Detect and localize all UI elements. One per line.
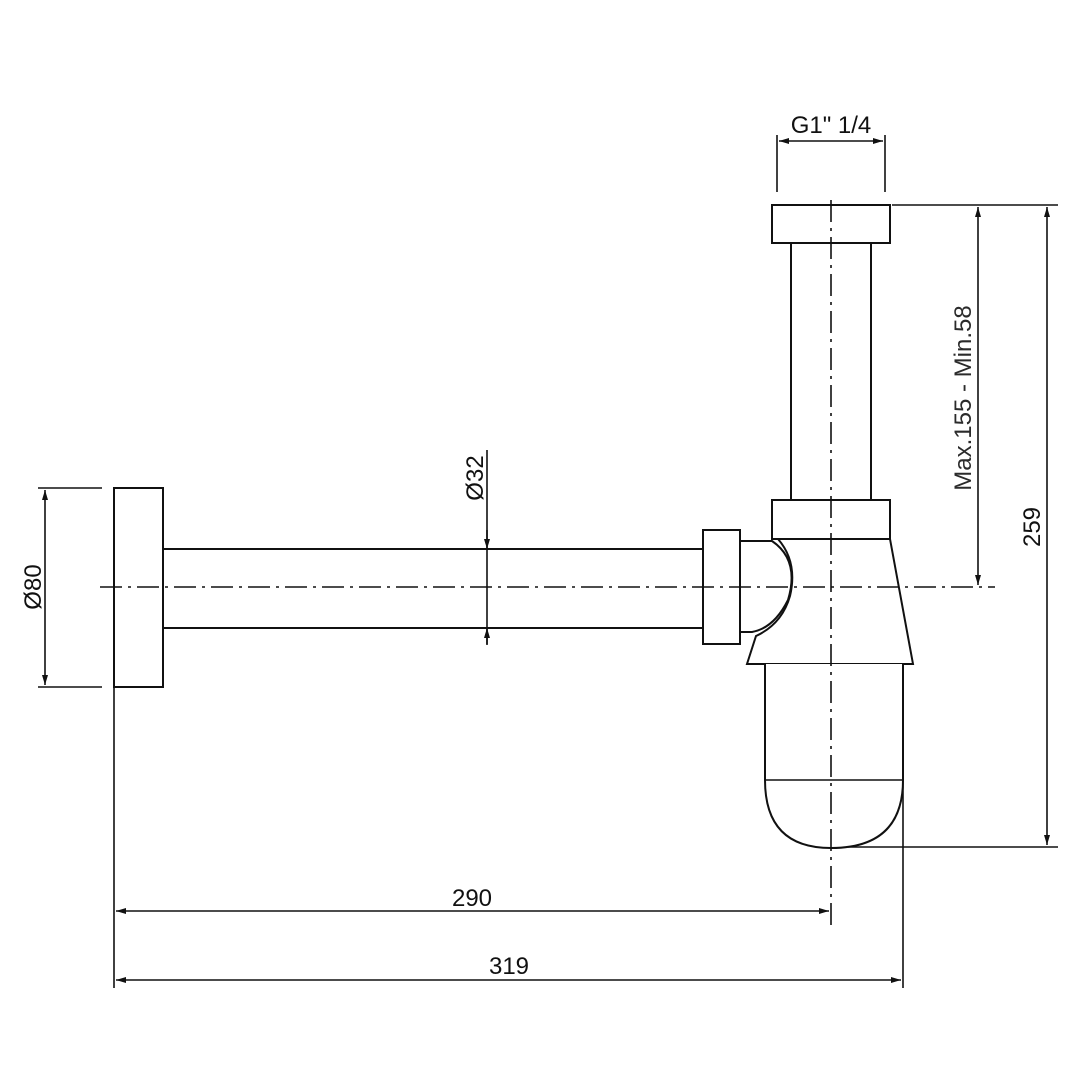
flange-diameter-label: Ø80 bbox=[20, 564, 47, 609]
dim-pipe-diameter: Ø32 bbox=[462, 450, 490, 645]
total-length-label: 319 bbox=[489, 953, 529, 980]
trap-body-parts bbox=[113, 204, 915, 850]
dim-total-height: 259 bbox=[848, 204, 1058, 848]
dim-horizontal-to-axis: 290 bbox=[113, 687, 829, 988]
dim-flange-diameter: Ø80 bbox=[20, 487, 102, 688]
total-height-label: 259 bbox=[1019, 507, 1046, 547]
horizontal-pipe bbox=[162, 548, 704, 629]
dim-thread-size: G1" 1/4 bbox=[776, 112, 886, 192]
bottle-cup bbox=[764, 664, 904, 850]
trap-cone bbox=[745, 538, 915, 665]
center-lines bbox=[100, 200, 995, 925]
pipe-diameter-label: Ø32 bbox=[462, 455, 489, 500]
thread-size-label: G1" 1/4 bbox=[791, 112, 872, 139]
horizontal-to-axis-label: 290 bbox=[452, 885, 492, 912]
dim-total-length: 319 bbox=[116, 672, 904, 988]
height-range-label: Max.155 - Min.58 bbox=[950, 305, 977, 490]
dim-height-range: Max.155 - Min.58 bbox=[892, 204, 990, 585]
